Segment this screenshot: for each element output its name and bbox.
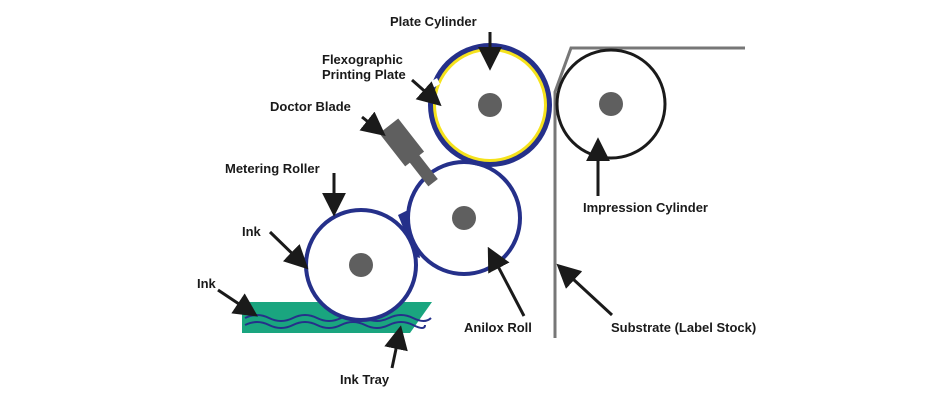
label-substrate: Substrate (Label Stock) (611, 320, 756, 335)
arrow-anilox-roll (487, 246, 526, 317)
label-metering-roller: Metering Roller (225, 161, 320, 176)
label-impression-cylinder: Impression Cylinder (583, 200, 708, 215)
plate-gap-right (539, 146, 549, 156)
label-ink-tray: Ink Tray (340, 372, 390, 387)
label-flexo-plate-line1: Flexographic (322, 52, 403, 67)
anilox-roll-hub (452, 206, 476, 230)
arrow-ink-tray-ink (217, 288, 258, 317)
plate-cylinder (428, 43, 552, 167)
impression-cylinder (555, 48, 667, 160)
anilox-roll (406, 160, 522, 276)
label-doctor-blade: Doctor Blade (270, 99, 351, 114)
plate-cylinder-hub (478, 93, 502, 117)
leader-arrows (217, 32, 614, 369)
impression-cylinder-hub (599, 92, 623, 116)
arrow-ink-roller (268, 230, 309, 270)
arrow-flexo-plate (411, 78, 442, 107)
arrow-doctor-blade (359, 111, 386, 136)
substrate-web (553, 46, 745, 338)
label-ink-tray-ink: Ink (197, 276, 217, 291)
arrow-substrate (556, 263, 614, 317)
label-ink-roller: Ink (242, 224, 262, 239)
arrow-ink-tray (384, 325, 408, 369)
label-flexo-plate-line2: Printing Plate (322, 67, 406, 82)
doctor-blade (379, 118, 438, 187)
metering-roller-hub (349, 253, 373, 277)
label-plate-cylinder: Plate Cylinder (390, 14, 477, 29)
label-anilox-roll: Anilox Roll (464, 320, 532, 335)
ink-wave-2 (244, 321, 426, 329)
metering-roller (304, 208, 418, 322)
